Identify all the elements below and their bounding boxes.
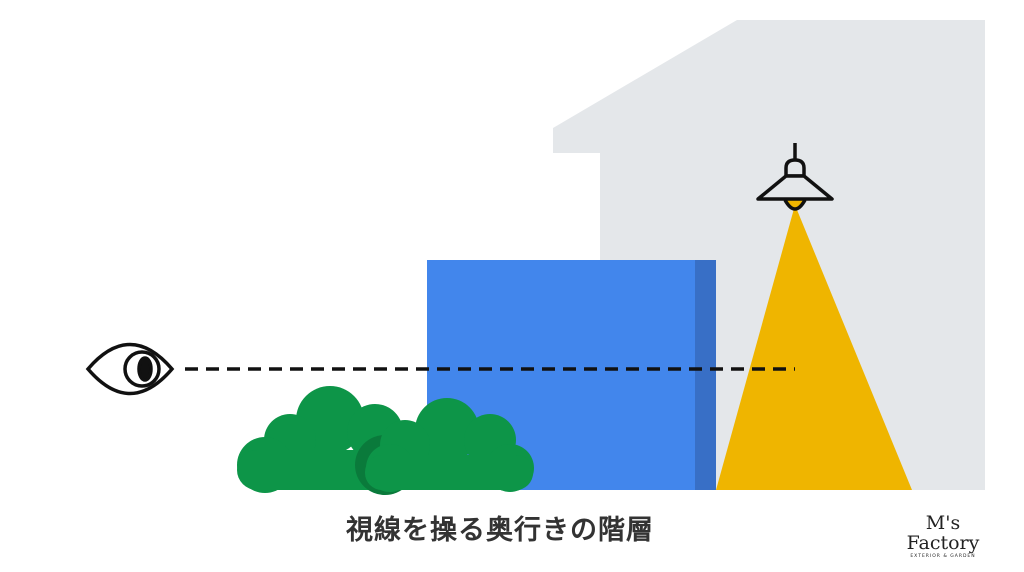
brand-logo: M's Factory EXTERIOR & GARDEN <box>888 513 998 559</box>
eye-icon <box>85 342 175 396</box>
bush-right <box>355 398 534 495</box>
diagram-caption: 視線を操る奥行きの階層 <box>346 515 654 546</box>
lamp-icon <box>756 143 834 211</box>
light-beam <box>716 205 912 490</box>
wall-side <box>695 260 716 490</box>
logo-name: M's Factory <box>906 512 980 554</box>
logo-tagline: EXTERIOR & GARDEN <box>910 554 976 559</box>
